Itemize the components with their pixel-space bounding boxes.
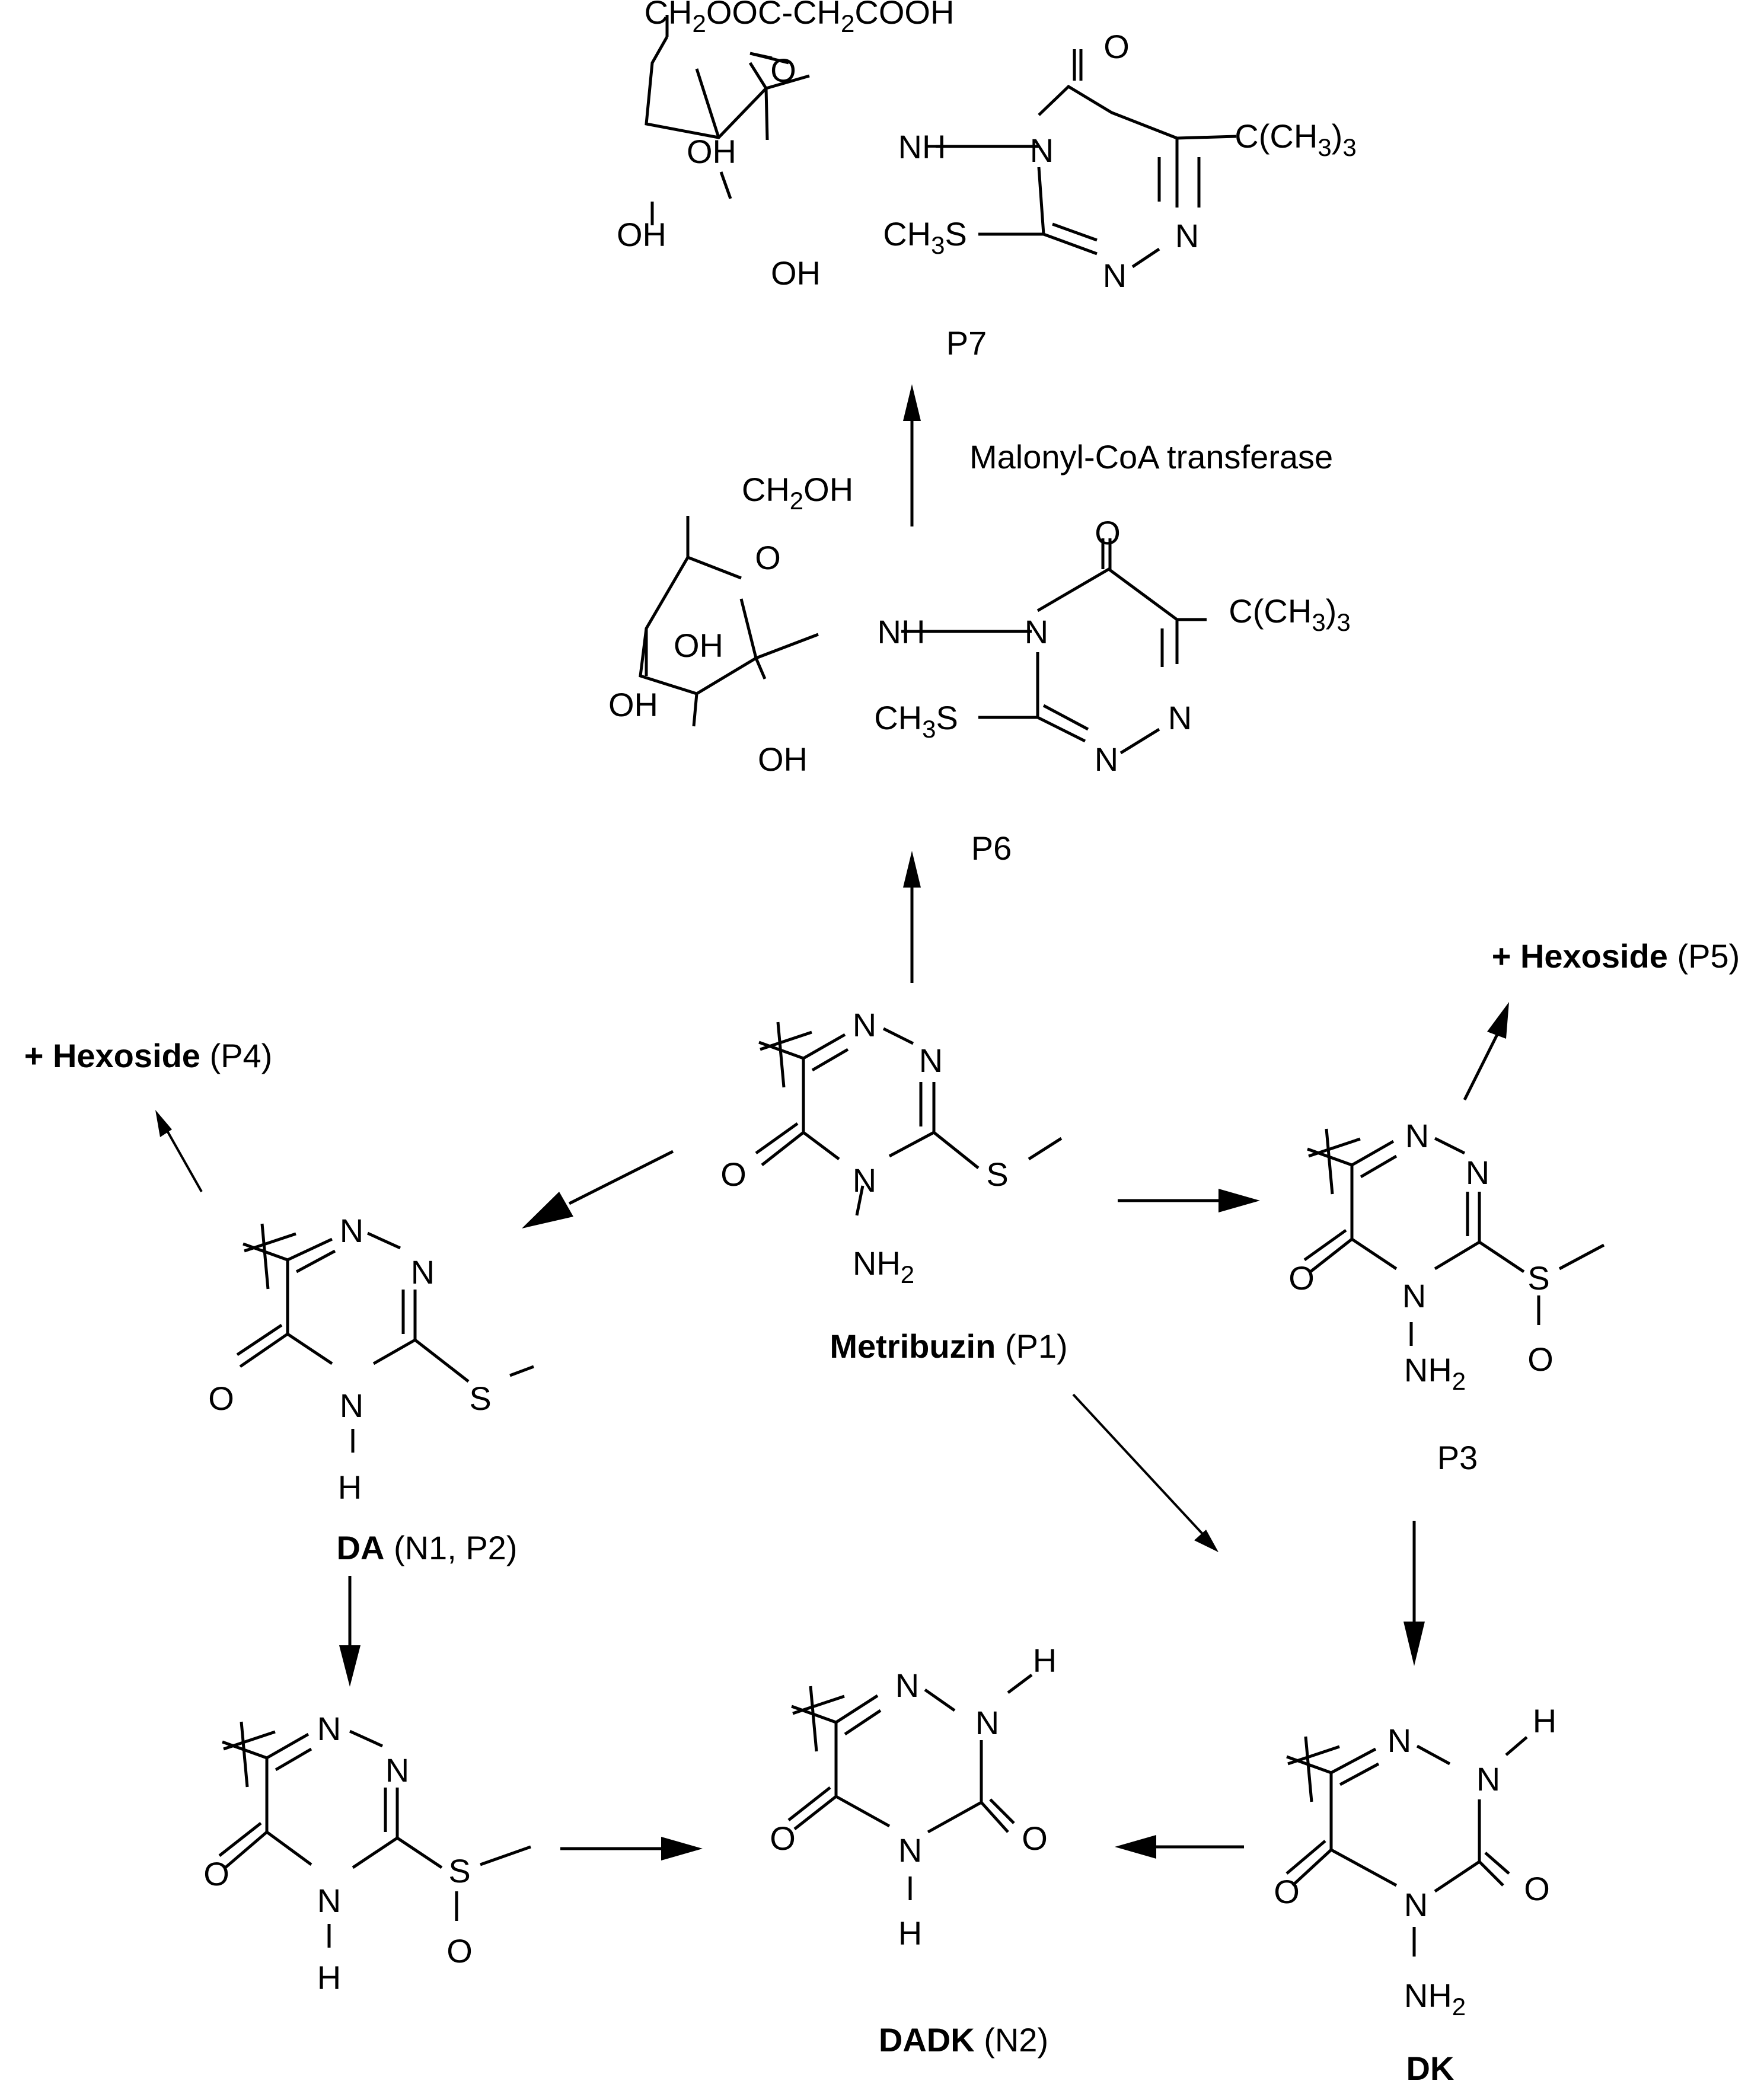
p7-ring-n4: N (1030, 132, 1054, 169)
p7-ring-oxygen: O (770, 52, 796, 89)
dadk-ring-n2: N (975, 1704, 999, 1741)
p7-structure: CH2OOC-CH2COOH O OH OH OH NH N O C(CH3)3… (617, 0, 1357, 362)
p1-structure: N N N O S NH2 Metribuzin (P1) (720, 1006, 1067, 1365)
p3-sulfur: S (1527, 1259, 1549, 1297)
p7-malonyl-ester: CH2OOC-CH2COOH (645, 0, 955, 37)
dk-carbonyl-oxygen-3: O (1524, 1870, 1550, 1907)
da-sulfoxide-ring-n2: N (385, 1751, 409, 1789)
p6-carbonyl-oxygen: O (1095, 514, 1121, 551)
da-sulfoxide-carbonyl-oxygen: O (203, 1855, 229, 1892)
p1-carbonyl-oxygen: O (720, 1156, 747, 1193)
da-sulfoxide-sulfur: S (448, 1852, 470, 1890)
dadk-n2-hydrogen: H (1033, 1642, 1057, 1679)
da-carbonyl-oxygen: O (208, 1380, 234, 1417)
arrow-p1-to-p6 (903, 851, 921, 983)
p1-ring-n1: N (853, 1006, 876, 1043)
da-sulfoxide-n-hydrogen: H (317, 1959, 341, 1996)
p3-ring-n1: N (1405, 1117, 1429, 1154)
p1-label: Metribuzin (P1) (830, 1327, 1067, 1365)
p6-ring-n4: N (1025, 613, 1048, 650)
p6-ring-oxygen: O (755, 539, 781, 576)
p6-tert-butyl: C(CH3)3 (1229, 592, 1350, 636)
p6-hydroxyl-3: OH (758, 741, 808, 778)
arrow-da-to-sulfoxide (339, 1576, 361, 1687)
arrow-sulfoxide-to-dadk (560, 1837, 703, 1860)
enzyme-malonyl-coa-transferase: Malonyl-CoA transferase (969, 438, 1333, 475)
p3-ring-n2: N (1466, 1154, 1489, 1191)
da-n-hydrogen: H (338, 1469, 362, 1506)
dk-n2-hydrogen: H (1533, 1702, 1556, 1740)
p7-tert-butyl: C(CH3)3 (1235, 117, 1356, 161)
p7-ring-n1: N (1175, 217, 1199, 254)
p3-structure: N N N O S O NH2 P3 (1288, 1117, 1605, 1476)
p6-methylthio: CH3S (874, 699, 958, 743)
p7-methylthio: CH3S (883, 215, 967, 259)
p3-ring-n4: N (1402, 1277, 1426, 1314)
dadk-ring-n1: N (895, 1667, 919, 1704)
da-sulfoxide-ring-n1: N (317, 1710, 341, 1747)
dadk-label: DADK (N2) (879, 2021, 1048, 2059)
p3-amino: NH2 (1404, 1351, 1466, 1395)
dadk-ring-n4: N (898, 1831, 922, 1869)
arrow-da-to-p4 (155, 1110, 203, 1192)
dk-structure: N N H N NH2 O O DK (1274, 1702, 1556, 2084)
p7-carbonyl-oxygen: O (1103, 28, 1130, 65)
p1-ring-n2: N (919, 1042, 943, 1079)
p4-label: + Hexoside (P4) (24, 1037, 273, 1074)
p7-ring-n2: N (1103, 257, 1127, 294)
p5-label: + Hexoside (P5) (1492, 937, 1740, 975)
p3-label: P3 (1437, 1439, 1478, 1476)
p7-hydroxyl-1: OH (687, 133, 736, 170)
da-sulfur: S (469, 1380, 491, 1417)
dk-ring-n2: N (1476, 1760, 1500, 1798)
dk-label: DK (1406, 2050, 1454, 2084)
dk-ring-n1: N (1387, 1722, 1411, 1759)
p1-sulfur: S (986, 1156, 1008, 1193)
p6-hydroxymethyl: CH2OH (742, 471, 853, 515)
da-structure: N N N H O S DA (N1, P2) (208, 1212, 534, 1566)
p1-amino: NH2 (853, 1244, 914, 1288)
dk-ring-n4: N (1404, 1886, 1428, 1923)
p3-carbonyl-oxygen: O (1288, 1259, 1315, 1297)
da-sulfoxide-ring-n4: N (317, 1882, 341, 1919)
da-sulfoxide-structure: N N N H O S O (203, 1710, 531, 1996)
arrow-p1-to-p3 (1118, 1189, 1260, 1212)
dadk-carbonyl-oxygen-5: O (770, 1820, 796, 1857)
p7-amino-link: NH (898, 128, 946, 165)
dadk-n4-hydrogen: H (898, 1914, 922, 1952)
arrow-p3-to-dk (1403, 1521, 1425, 1666)
arrow-p1-to-dk (1072, 1393, 1218, 1552)
dk-carbonyl-oxygen-5: O (1274, 1873, 1300, 1910)
p7-label: P7 (946, 324, 987, 362)
da-ring-n4: N (340, 1387, 363, 1424)
da-ring-n1: N (340, 1212, 363, 1249)
p1-ring-n4: N (853, 1161, 876, 1199)
p6-amino-link: NH (878, 613, 926, 650)
p6-hydroxyl-2: OH (608, 686, 658, 723)
p7-hydroxyl-2: OH (617, 216, 666, 253)
dadk-carbonyl-oxygen-3: O (1022, 1820, 1048, 1857)
dadk-structure: N N H N H O O DADK (N2) (770, 1642, 1057, 2059)
da-label: DA (N1, P2) (337, 1529, 518, 1566)
arrow-p1-to-da (522, 1150, 674, 1228)
dk-amino: NH2 (1404, 1977, 1466, 2021)
p6-ring-n2: N (1095, 741, 1118, 778)
p6-ring-n1: N (1168, 699, 1192, 736)
p6-label: P6 (971, 829, 1012, 867)
p3-sulfoxide-oxygen: O (1527, 1341, 1554, 1378)
arrow-p6-to-p7 (903, 384, 921, 526)
p6-structure: CH2OH O OH OH OH NH N O C(CH3)3 N N CH3S… (608, 471, 1351, 867)
arrow-dk-to-dadk (1115, 1835, 1244, 1859)
da-sulfoxide-oxygen: O (446, 1932, 473, 1970)
p6-hydroxyl-1: OH (674, 627, 723, 664)
arrow-p3-to-p5 (1463, 1002, 1509, 1101)
da-ring-n2: N (411, 1253, 435, 1291)
p7-hydroxyl-3: OH (771, 254, 821, 292)
